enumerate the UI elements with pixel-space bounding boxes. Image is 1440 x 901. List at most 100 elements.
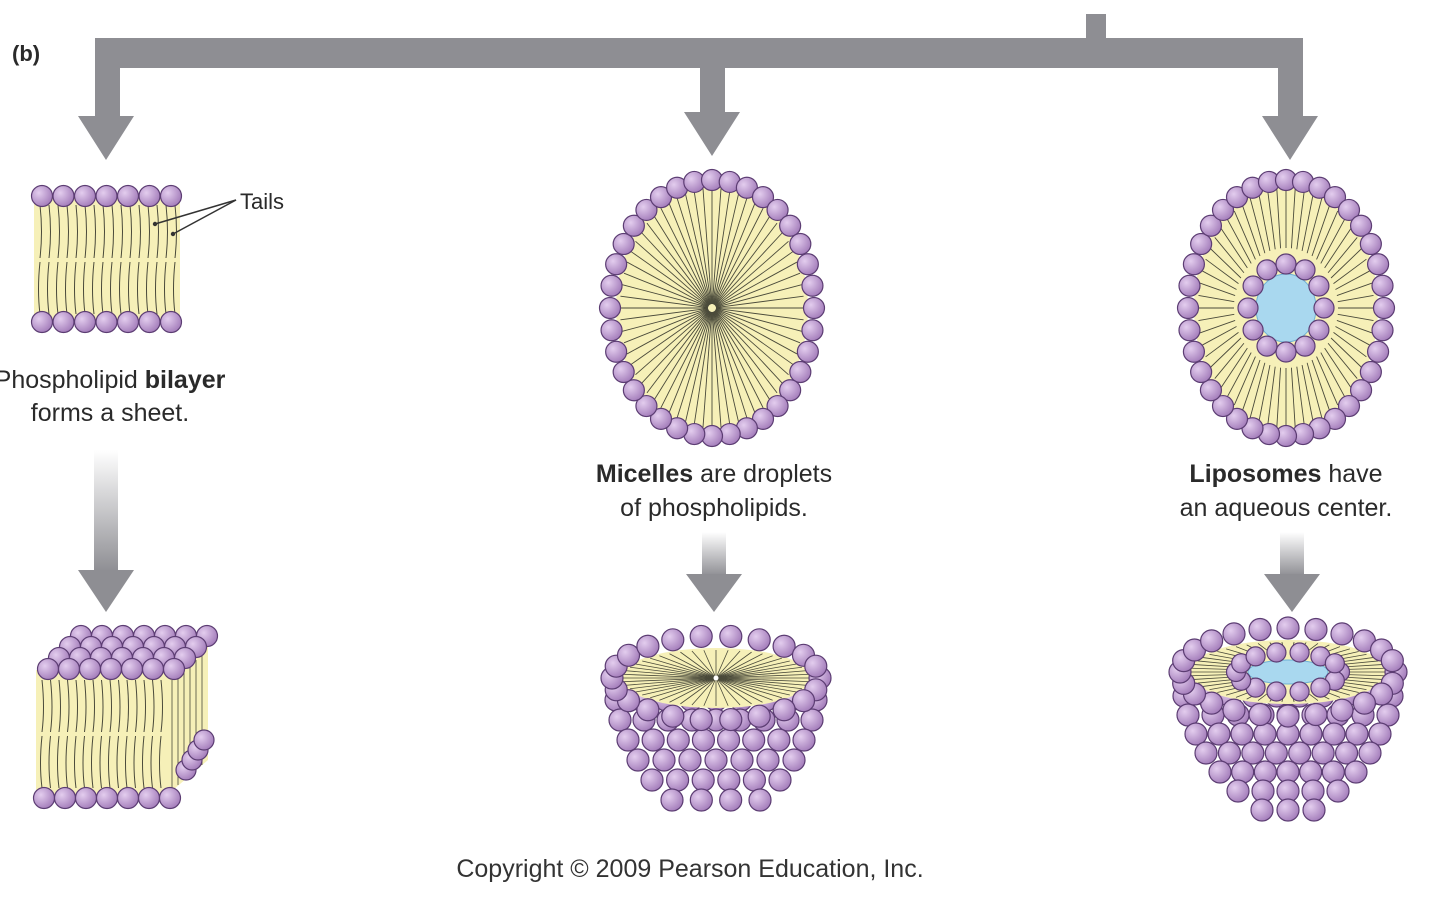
lipid-head xyxy=(1248,617,1272,642)
lipid-head xyxy=(1324,653,1345,674)
lipid-head xyxy=(116,184,140,208)
lipid-head xyxy=(1245,646,1266,667)
lipid-head xyxy=(120,657,144,681)
lipid-head xyxy=(641,728,665,752)
lipid-head xyxy=(1334,741,1359,765)
lipid-head xyxy=(665,768,690,792)
lipid-head xyxy=(689,788,713,812)
lipid-head xyxy=(1275,341,1297,363)
lipid-head xyxy=(30,310,54,334)
lipid-head xyxy=(95,786,119,810)
lipid-head xyxy=(742,728,766,752)
lipid-head xyxy=(666,728,690,752)
lipid-head xyxy=(791,689,816,713)
lipid-head xyxy=(1222,622,1246,646)
lipid-head xyxy=(1184,722,1208,746)
lipid-head xyxy=(1256,335,1278,357)
lipid-head xyxy=(53,786,77,810)
lipid-head xyxy=(1199,379,1223,402)
lipid-head xyxy=(719,707,743,732)
lipid-head xyxy=(782,748,806,772)
lipid-head xyxy=(636,698,660,722)
lipid-head xyxy=(622,379,645,402)
lipid-head xyxy=(1241,741,1265,765)
lipid-head xyxy=(1242,275,1264,297)
lipid-head xyxy=(801,274,824,297)
lipid-head xyxy=(78,657,102,681)
lipid-head xyxy=(796,253,819,276)
lipid-head xyxy=(1359,232,1382,256)
lipid-head xyxy=(1248,702,1272,727)
copyright-text: Copyright © 2009 Pearson Education, Inc. xyxy=(456,855,923,883)
lipid-head xyxy=(1242,319,1264,341)
lipid-head xyxy=(95,184,118,208)
lipid-head xyxy=(779,214,802,237)
liposome-caption-regular: have xyxy=(1321,460,1382,488)
lipid-head xyxy=(1225,407,1249,430)
lipid-head xyxy=(1304,617,1328,642)
liposome-cross-section xyxy=(1176,168,1396,448)
lipid-head xyxy=(660,788,684,812)
lipid-head xyxy=(159,310,183,334)
lipid-head xyxy=(689,707,713,732)
lipid-head xyxy=(1237,297,1259,319)
lipid-head xyxy=(1358,741,1382,765)
lipid-head xyxy=(1366,340,1390,363)
lipid-head xyxy=(756,748,780,772)
lipid-head xyxy=(95,310,118,334)
lipid-head xyxy=(649,407,673,430)
lipid-head xyxy=(792,728,816,752)
lipid-head xyxy=(779,379,802,402)
lipid-head xyxy=(1302,798,1326,822)
lipid-head xyxy=(137,786,161,810)
lipid-head xyxy=(1250,798,1274,822)
lipid-head xyxy=(1359,360,1382,384)
lipid-head xyxy=(768,768,792,792)
lipid-head xyxy=(742,768,767,792)
lipid-head xyxy=(747,704,771,728)
lipid-head xyxy=(1321,760,1345,784)
lipid-head xyxy=(691,728,716,752)
liposome-caption-bold: Liposomes xyxy=(1189,460,1321,488)
lipid-head xyxy=(612,360,635,384)
lipid-head xyxy=(1289,681,1310,702)
lipid-head xyxy=(1182,340,1206,363)
lipid-head xyxy=(1294,259,1316,281)
lipid-head xyxy=(766,198,789,222)
lipid-head xyxy=(1299,722,1323,746)
lipid-head xyxy=(1276,616,1300,640)
lipid-head xyxy=(772,634,796,658)
bilayer-caption-bold: bilayer xyxy=(145,366,226,394)
lipid-head xyxy=(652,748,676,772)
lipid-head xyxy=(689,624,713,649)
lipid-head xyxy=(1217,741,1242,765)
lipid-head xyxy=(640,768,664,792)
lipid-head xyxy=(1313,297,1335,319)
lipid-head xyxy=(138,310,161,334)
lipid-head xyxy=(30,184,54,208)
micelle-caption-regular: are droplets xyxy=(693,460,832,488)
bilayer-caption-regular: Phospholipid xyxy=(0,366,145,394)
lipid-head xyxy=(1310,677,1331,698)
bilayer-caption-line1: Phospholipid bilayer xyxy=(0,366,226,394)
lipid-head xyxy=(1253,722,1277,746)
liposome-3d-half xyxy=(1168,616,1408,822)
lipid-head xyxy=(162,657,186,681)
lipid-head xyxy=(73,184,97,208)
lipid-head xyxy=(1264,741,1288,765)
lipid-head xyxy=(772,698,796,722)
lipid-head xyxy=(796,340,819,363)
lipid-head xyxy=(789,360,812,384)
lipid-head xyxy=(730,748,754,772)
lipid-head xyxy=(1308,275,1330,297)
lipid-head xyxy=(1231,760,1255,784)
lipid-head xyxy=(1222,698,1246,722)
lipid-head xyxy=(52,310,75,334)
lipid-head xyxy=(1194,741,1218,765)
lipid-head xyxy=(36,657,60,681)
lipid-head xyxy=(193,729,215,751)
lipid-head xyxy=(1200,629,1224,653)
lipid-head xyxy=(635,198,658,222)
lipid-head xyxy=(1176,296,1200,320)
